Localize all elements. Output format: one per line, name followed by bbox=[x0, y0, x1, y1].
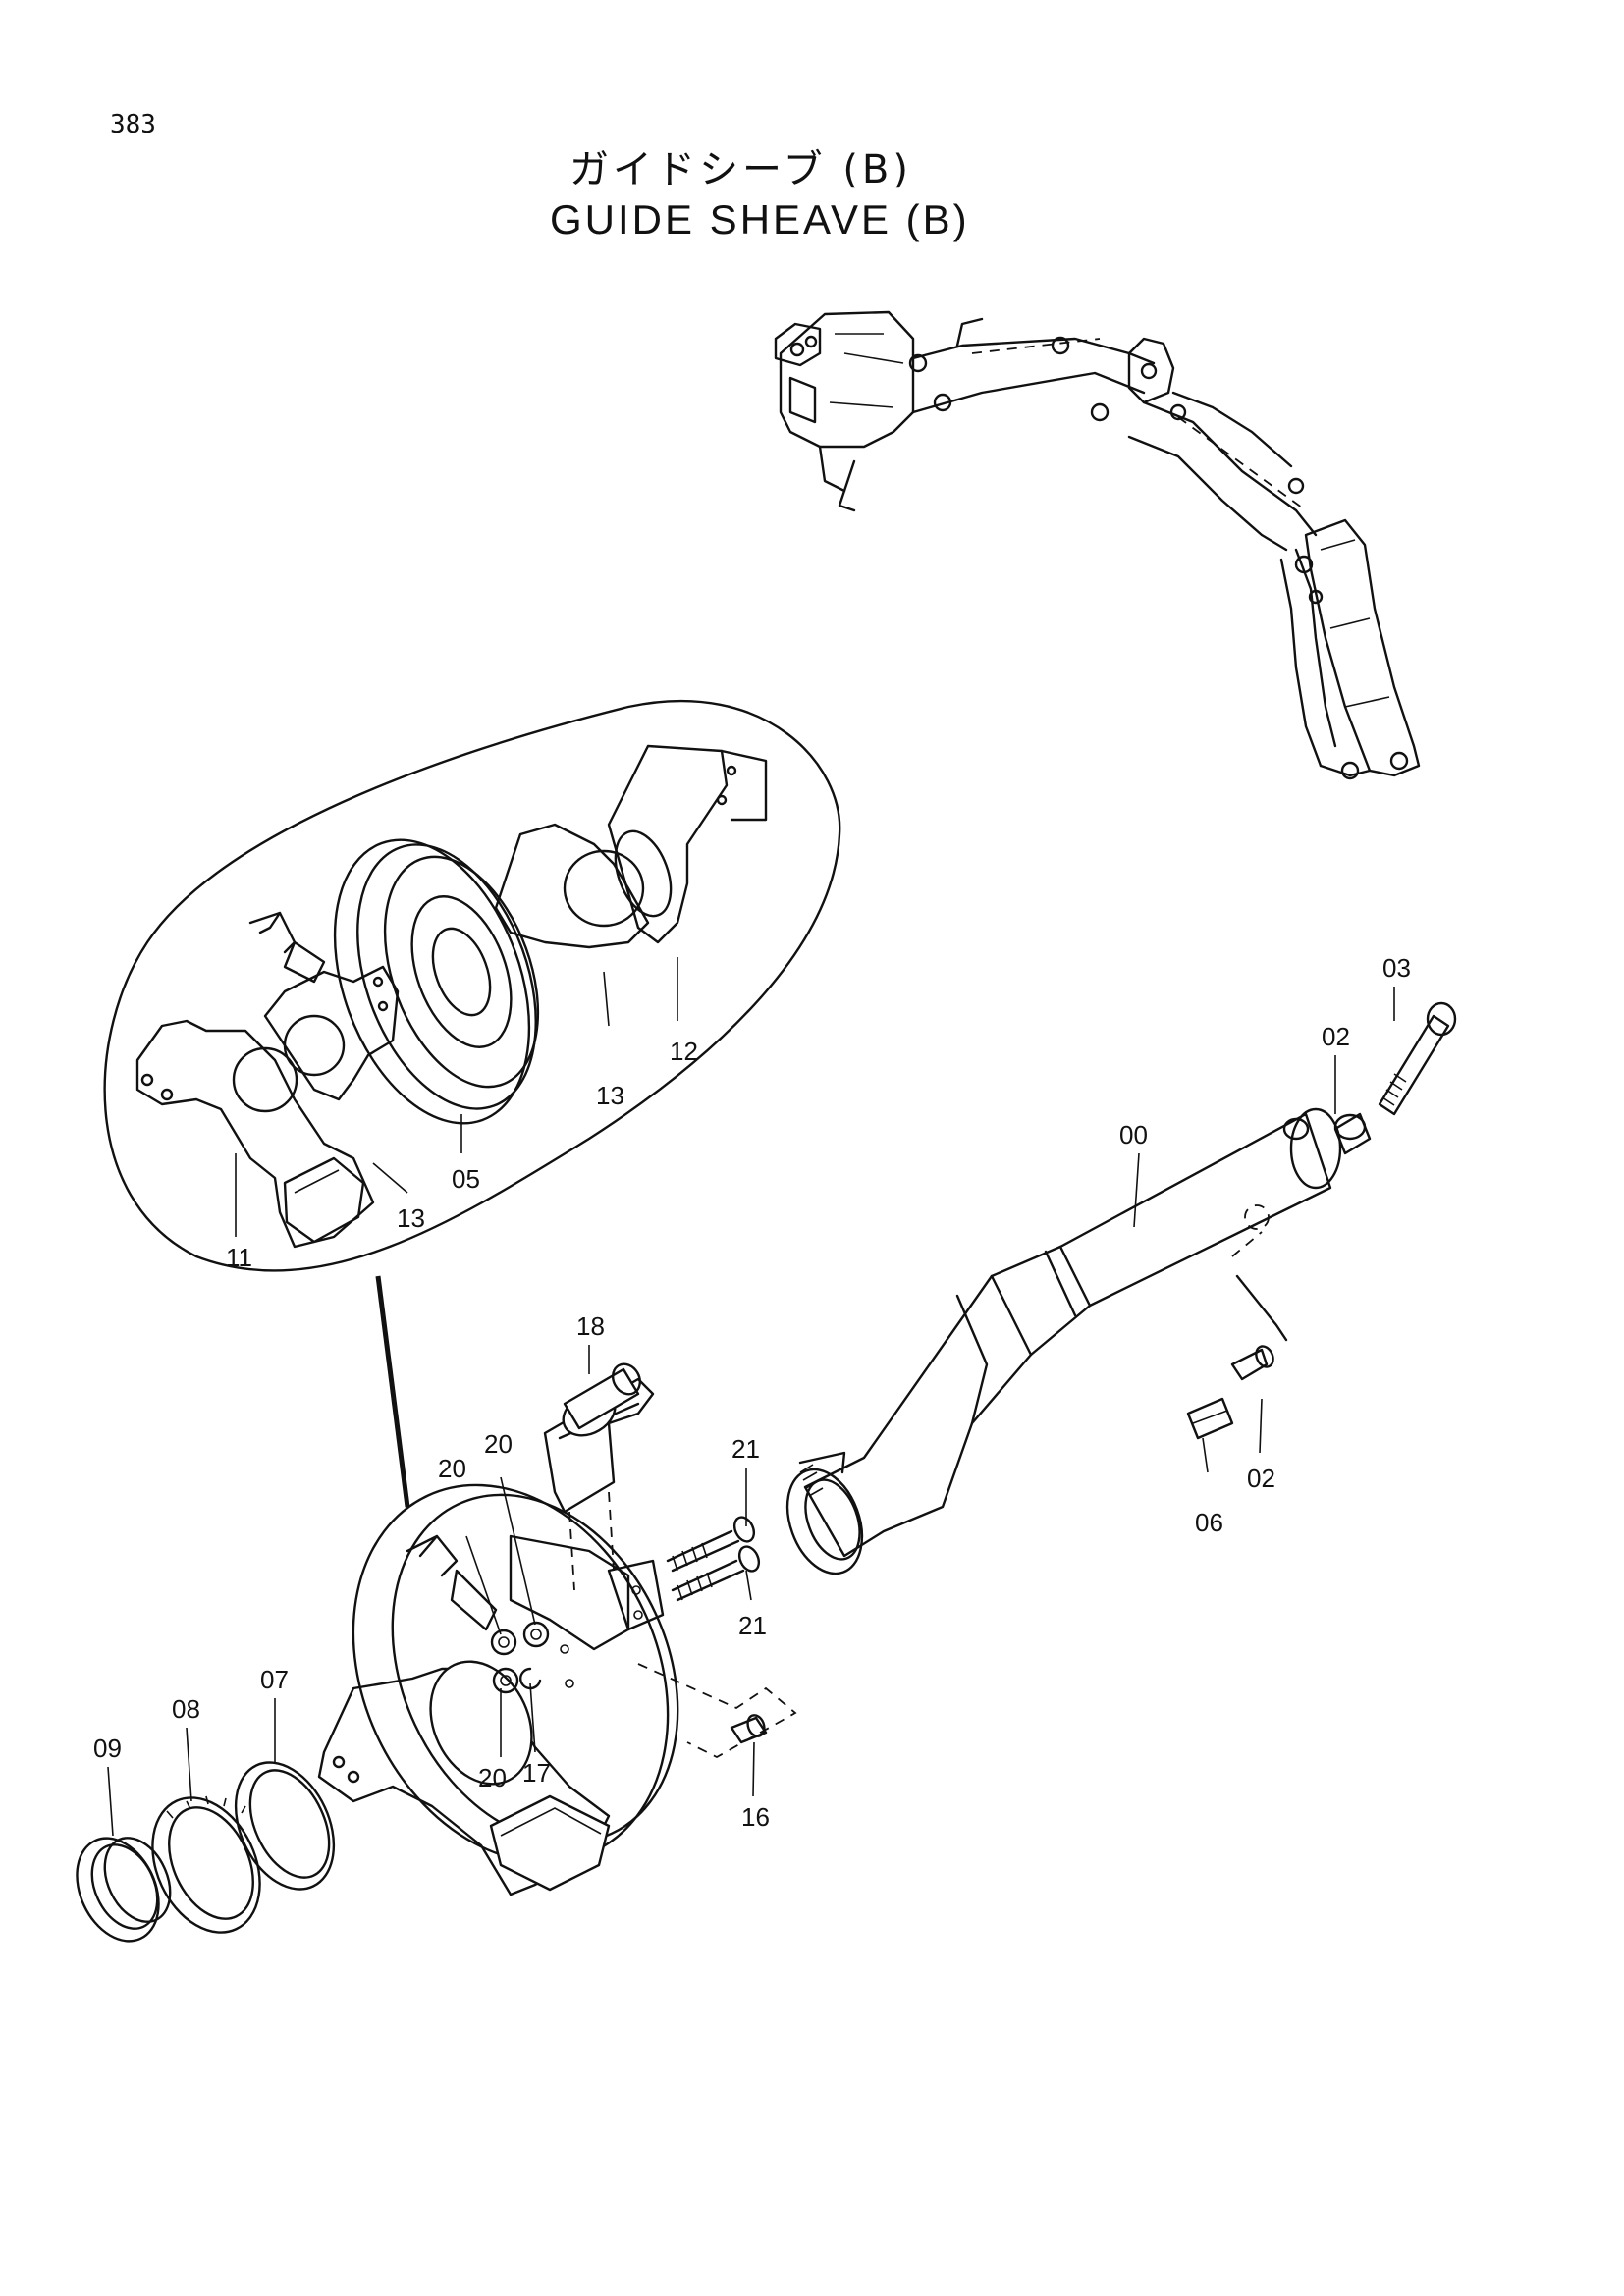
detail-view-bubble bbox=[103, 700, 841, 1272]
callout-labels: 03 02 00 12 13 05 13 11 18 21 21 20 20 2… bbox=[93, 953, 1411, 1832]
callout-02-upper: 02 bbox=[1322, 1022, 1350, 1051]
sheave-assembly bbox=[317, 1362, 797, 1896]
title-english: GUIDE SHEAVE (B) bbox=[550, 196, 970, 242]
detail-leader-line bbox=[375, 1275, 410, 1508]
callout-06: 06 bbox=[1195, 1508, 1223, 1537]
callout-16: 16 bbox=[741, 1802, 770, 1832]
callout-13-left: 13 bbox=[397, 1203, 425, 1233]
callout-09: 09 bbox=[93, 1734, 122, 1763]
callout-02-lower: 02 bbox=[1247, 1464, 1275, 1493]
callout-18: 18 bbox=[576, 1311, 605, 1341]
callout-13-right: 13 bbox=[596, 1081, 624, 1110]
callout-21-upper: 21 bbox=[731, 1434, 760, 1464]
callout-12: 12 bbox=[670, 1037, 698, 1066]
callout-20-left: 20 bbox=[438, 1454, 466, 1483]
washers-and-nut bbox=[76, 1761, 336, 1943]
pin-and-bush bbox=[1333, 1001, 1457, 1155]
callout-17: 17 bbox=[522, 1758, 551, 1788]
callout-08: 08 bbox=[172, 1694, 200, 1724]
callout-00: 00 bbox=[1119, 1120, 1148, 1149]
callout-05: 05 bbox=[452, 1164, 480, 1194]
callout-20-bottom: 20 bbox=[478, 1763, 507, 1792]
title-japanese: ガイドシーブ (B) bbox=[569, 147, 912, 192]
callout-20-top: 20 bbox=[484, 1429, 513, 1459]
callout-21-lower: 21 bbox=[738, 1611, 767, 1640]
grease-fittings bbox=[1186, 1274, 1288, 1440]
leader-lines bbox=[107, 957, 1395, 1837]
callout-03: 03 bbox=[1382, 953, 1411, 983]
page-number: 383 bbox=[110, 110, 156, 139]
excavator-attachment-illustration bbox=[774, 310, 1421, 780]
shaft bbox=[785, 1107, 1342, 1575]
callout-11: 11 bbox=[226, 1243, 252, 1272]
callout-07: 07 bbox=[260, 1665, 289, 1694]
